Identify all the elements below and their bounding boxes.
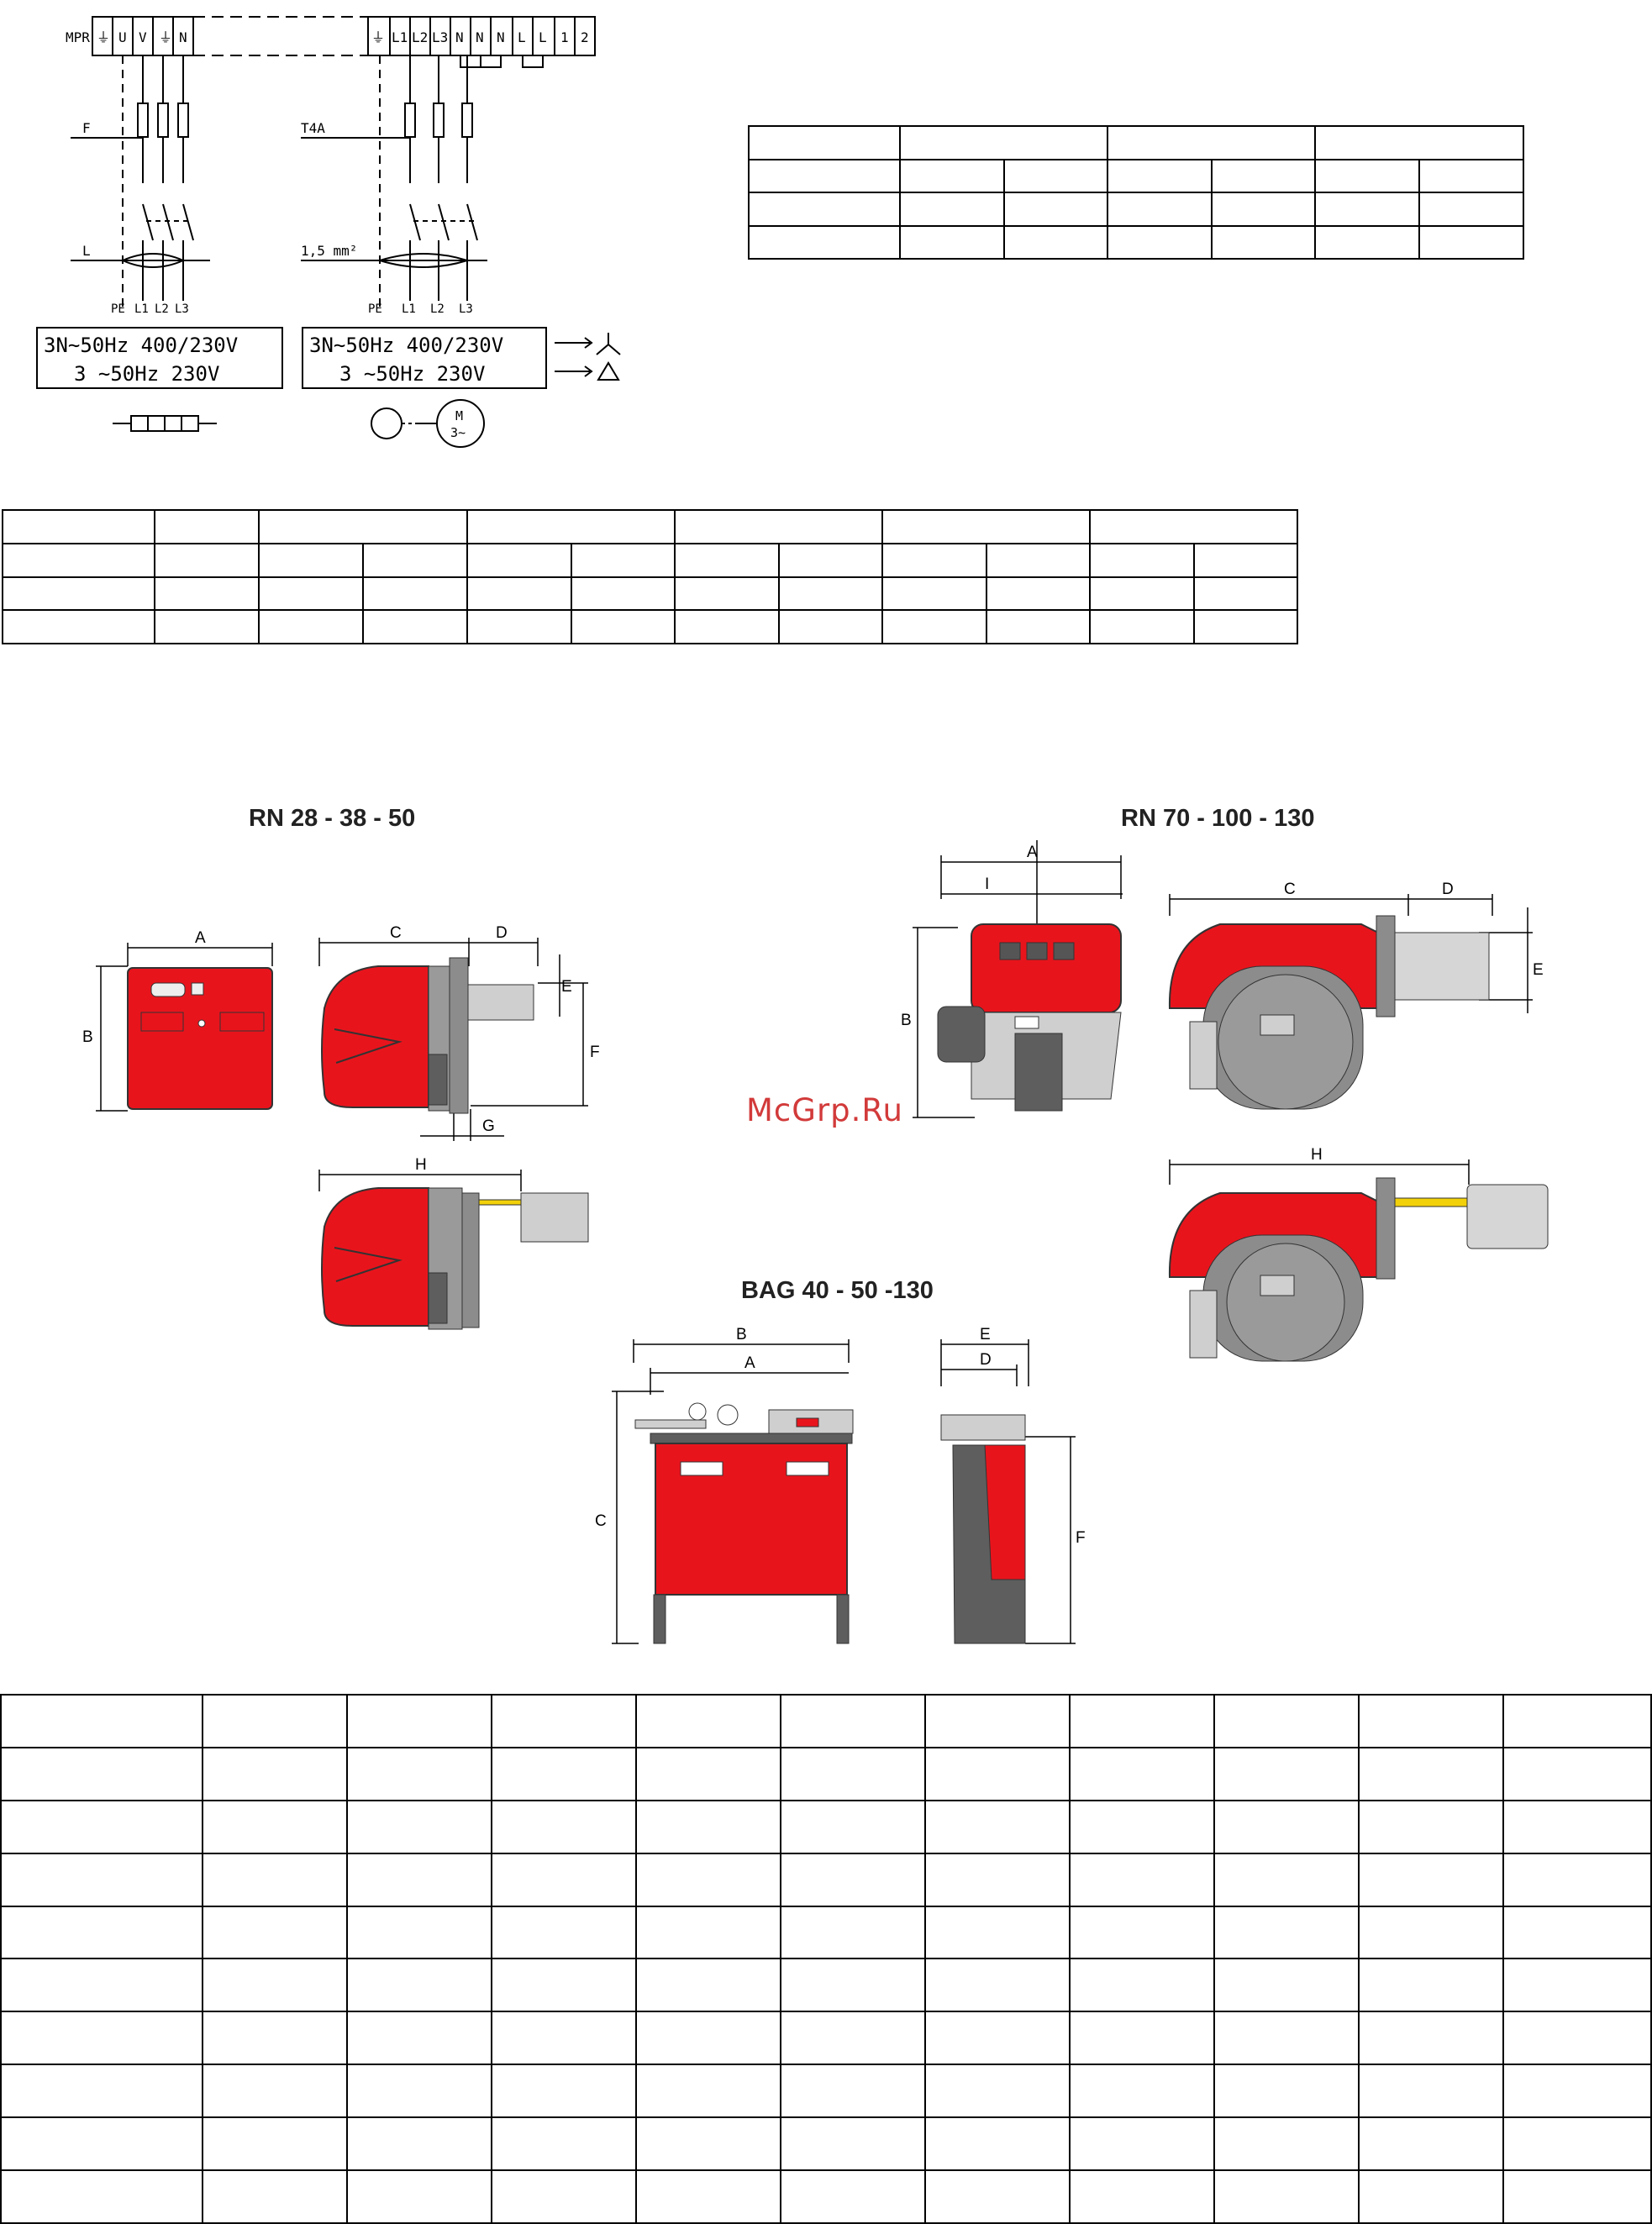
table-row [0, 1799, 1652, 1854]
wiring-diagram: MPR ⏚ U V ⏚ N ⏚ L1 L2 L3 N N N L L 1 2 F… [36, 16, 621, 448]
terminal-label: U [118, 29, 127, 45]
phase-label: L3 [175, 302, 189, 316]
fuse-label: F [82, 120, 91, 136]
heading-rn-large: RN 70 - 100 - 130 [1121, 805, 1315, 832]
dim-letter: C [1284, 881, 1296, 898]
phase-label: L1 [134, 302, 149, 316]
table-row [0, 1694, 1652, 1748]
table-middle [2, 509, 1298, 644]
table-row [748, 158, 1524, 193]
dim-letter: B [82, 1028, 93, 1046]
table-row [0, 1852, 1652, 1907]
motor-label: M [455, 408, 463, 423]
dim-letter: E [1533, 961, 1544, 979]
bag-drawings: B A C E D F [595, 1326, 1086, 1644]
dim-letter: D [980, 1351, 992, 1369]
heading-rn-small: RN 28 - 38 - 50 [249, 805, 416, 832]
table-row [0, 2169, 1652, 2224]
dim-letter: F [1076, 1529, 1086, 1547]
dim-letter: E [561, 978, 572, 996]
dim-letter: C [390, 924, 402, 942]
terminal-label: ⏚ [159, 29, 172, 45]
table-row [748, 224, 1524, 260]
phase-label: L3 [459, 302, 473, 316]
line-label: 1,5 mm² [301, 243, 357, 259]
dim-letter: H [415, 1156, 427, 1174]
heading-bag: BAG 40 - 50 -130 [741, 1277, 934, 1304]
terminal-label: L2 [412, 29, 428, 45]
table-row [748, 125, 1524, 160]
table-bottom [0, 1694, 1652, 2224]
table-row [2, 609, 1298, 644]
terminal-label: 1 [560, 29, 569, 45]
line-label: L [82, 243, 91, 259]
dim-letter: H [1311, 1146, 1323, 1164]
table-row [2, 509, 1298, 544]
motor-sub-label: 3∼ [450, 425, 466, 440]
phase-label: PE [111, 302, 125, 316]
table-row [0, 2011, 1652, 2066]
dim-letter: G [482, 1117, 495, 1135]
terminal-label: L3 [432, 29, 448, 45]
dim-letter: A [195, 929, 206, 947]
table-row [0, 1746, 1652, 1801]
table-row [0, 2064, 1652, 2119]
table-row [748, 192, 1524, 227]
phase-label: PE [368, 302, 382, 316]
table-top-right [748, 125, 1524, 260]
rn-small-drawings: A B C D E F G H [82, 924, 600, 1330]
fuse-label: T4A [301, 120, 325, 136]
supply-text: 3 ∼50Hz 230V [74, 362, 219, 386]
table-row [0, 1958, 1652, 2013]
dim-letter: D [1442, 881, 1454, 898]
table-row [2, 542, 1298, 578]
dim-letter: I [985, 875, 989, 893]
terminal-label: V [139, 29, 147, 45]
terminal-label: ⏚ [97, 29, 110, 45]
table-row [0, 2116, 1652, 2172]
mpr-label: MPR [66, 29, 90, 45]
terminal-label: N [497, 29, 505, 45]
terminal-label: N [455, 29, 464, 45]
terminal-label: L [518, 29, 526, 45]
supply-text: 3N∼50Hz 400/230V [44, 334, 238, 357]
terminal-label: L1 [392, 29, 408, 45]
dim-letter: E [980, 1326, 991, 1343]
terminal-label: N [476, 29, 484, 45]
watermark: McGrp.Ru [746, 1092, 903, 1128]
phase-label: L2 [155, 302, 169, 316]
terminal-label: 2 [581, 29, 589, 45]
phase-label: L1 [402, 302, 416, 316]
dim-letter: A [744, 1354, 755, 1372]
terminal-label: ⏚ [371, 29, 385, 45]
table-row [2, 576, 1298, 612]
table-row [0, 1905, 1652, 1960]
dim-letter: A [1027, 844, 1038, 861]
terminal-label: L [539, 29, 547, 45]
dim-letter: D [496, 924, 508, 942]
supply-text: 3 ∼50Hz 230V [339, 362, 485, 386]
dim-letter: B [736, 1326, 747, 1343]
dim-letter: B [901, 1012, 912, 1029]
supply-text: 3N∼50Hz 400/230V [309, 334, 503, 357]
dim-letter: F [590, 1044, 600, 1061]
dim-letter: C [595, 1512, 607, 1530]
terminal-label: N [179, 29, 187, 45]
rn-large-drawings: A I B C D E H [901, 840, 1549, 1362]
phase-label: L2 [430, 302, 445, 316]
